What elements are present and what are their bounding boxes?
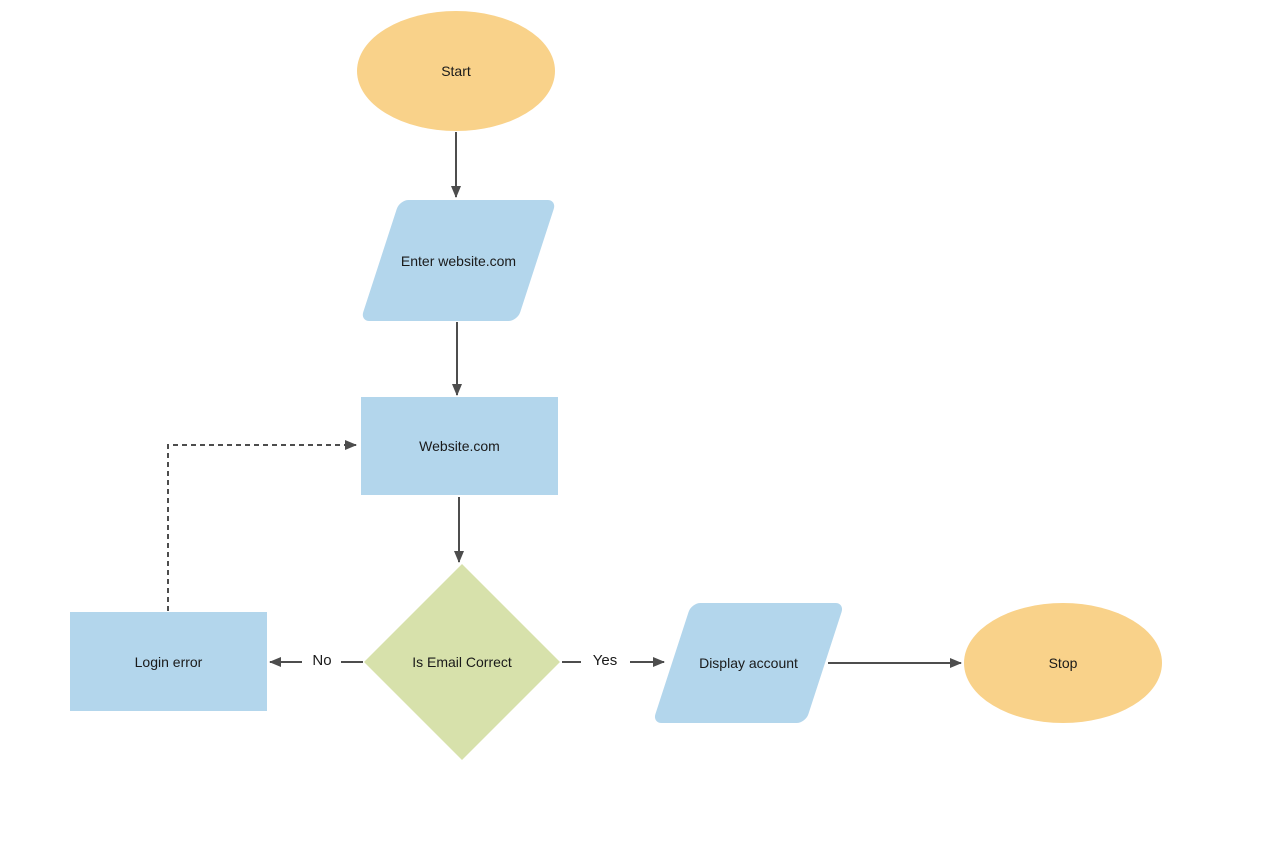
node-website[interactable]: Website.com xyxy=(361,397,558,495)
login-error-rectangle-shape xyxy=(70,612,267,711)
node-is-email-correct-label: Is Email Correct xyxy=(412,654,512,670)
connector-login-error-to-website-dashed xyxy=(167,440,357,611)
node-start-label: Start xyxy=(441,63,471,79)
node-enter-website-label: Enter website.com xyxy=(400,252,517,269)
node-login-error[interactable]: Login error xyxy=(70,612,267,711)
edge-label-yes: Yes xyxy=(592,652,618,669)
node-login-error-label: Login error xyxy=(134,653,203,670)
stop-ellipse-shape xyxy=(964,603,1162,723)
node-website-label: Website.com xyxy=(419,438,500,454)
node-display-account[interactable]: Display account xyxy=(652,603,845,723)
website-rectangle-shape xyxy=(361,397,558,495)
node-stop[interactable]: Stop xyxy=(964,603,1162,723)
start-ellipse-shape xyxy=(357,11,555,131)
node-display-account-label: Display account xyxy=(699,655,798,671)
node-start[interactable]: Start xyxy=(357,11,555,131)
node-is-email-correct[interactable]: Is Email Correct xyxy=(364,564,560,760)
node-stop-label: Stop xyxy=(1048,655,1078,671)
node-enter-website[interactable]: Enter website.com xyxy=(360,200,557,321)
edge-label-no: No xyxy=(312,652,332,669)
